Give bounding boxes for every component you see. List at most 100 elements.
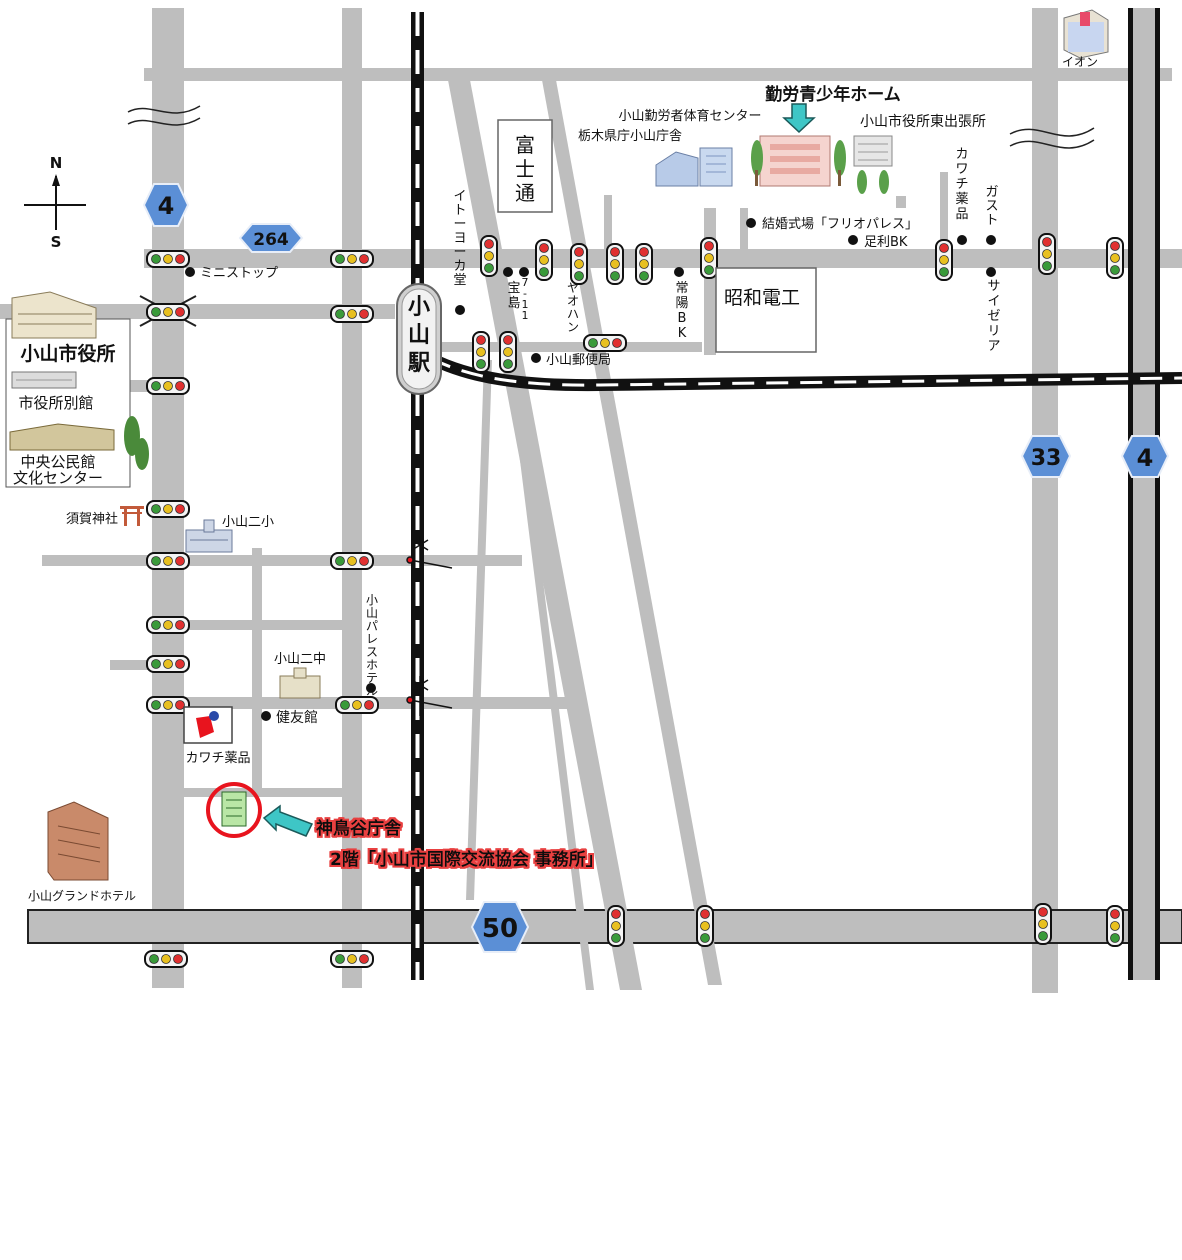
route-badge-4-left: 4 (142, 183, 190, 227)
railway-branch (427, 352, 1182, 392)
compass-south: S (51, 233, 62, 251)
oyama-station: 小山駅 (396, 283, 442, 395)
grand-hotel-icon (47, 801, 109, 881)
traffic-light-icon (1034, 903, 1052, 945)
target-office[interactable] (206, 782, 262, 838)
traffic-light-icon (606, 243, 624, 285)
shrine-icon (120, 506, 144, 526)
label-tochigi-office: 栃木県庁小山庁舎 (578, 129, 682, 144)
fujitsu-box: 富士通 (497, 119, 553, 213)
svg-text:昭和電工: 昭和電工 (724, 287, 800, 309)
label-culture-center: 文化センター (13, 469, 103, 487)
label-kinro-home: 勤労青少年ホーム (765, 84, 901, 105)
east-office-icon (853, 135, 893, 194)
traffic-light-icon (146, 500, 190, 518)
traffic-light-icon (472, 331, 490, 373)
svg-text:富士通: 富士通 (515, 133, 535, 205)
svg-text:264: 264 (253, 230, 289, 250)
cityhall-group: 小山市役所 市役所別館 中央公民館 文化センター (5, 291, 149, 488)
railway-crossing-icon (406, 676, 453, 716)
traffic-light-icon (696, 905, 714, 947)
road-diagonal-3 (500, 300, 594, 990)
svg-text:4: 4 (1137, 444, 1154, 472)
traffic-light-icon (499, 331, 517, 373)
road-fuji (604, 195, 612, 250)
label-wedding-hall: 結婚式場「フリオパレス」 (762, 217, 918, 232)
showa-denko-box: 昭和電工 (715, 267, 817, 353)
road-kawachi (940, 172, 948, 252)
label-annex: 市役所別館 (18, 394, 93, 412)
traffic-light-icon (330, 552, 374, 570)
school-oyama2sho-icon (185, 519, 233, 553)
annex-building-icon (11, 371, 77, 389)
traffic-light-icon (146, 616, 190, 634)
traffic-light-icon (607, 905, 625, 947)
label-post-office: 小山郵便局 (546, 353, 611, 368)
aeon-building-icon: イオン (1062, 9, 1109, 69)
target-arrow-icon (262, 804, 314, 837)
label-kawachi-bottom: カワチ薬品 (185, 751, 250, 766)
label-kenyukan: 健友館 (276, 709, 318, 726)
rail-right (1128, 8, 1160, 980)
traffic-light-icon (330, 950, 374, 968)
label-cityhall: 小山市役所 (20, 342, 115, 365)
road-route-33 (1032, 8, 1058, 993)
road-complex-stub (740, 208, 748, 251)
road-left-2 (342, 8, 362, 988)
traffic-light-icon (1106, 905, 1124, 947)
road-top (144, 68, 1172, 81)
label-suga-shrine: 須賀神社 (66, 511, 118, 527)
label-takarajima: 宝島 (507, 281, 520, 311)
label-kawachi-top: カワチ薬品 (955, 147, 968, 222)
label-ashikaga-bank: 足利BK (864, 235, 908, 250)
traffic-light-icon (1038, 233, 1056, 275)
svg-text:4: 4 (158, 192, 175, 220)
traffic-light-icon (146, 303, 190, 321)
station-label: 小山駅 (408, 295, 430, 376)
road-diagonal-1 (448, 80, 642, 990)
label-ito-yokado: イトーヨーカ堂 (453, 189, 466, 288)
label-palace-hotel: 小山パレスホテル (366, 593, 378, 698)
kinro-arrow-icon (782, 103, 816, 134)
route-badges: 4 264 33 4 50 (142, 183, 1170, 953)
traffic-light-icon (635, 243, 653, 285)
label-yaohan: ヤオハン (567, 281, 579, 334)
traffic-light-icon (330, 305, 374, 323)
traffic-light-icon (935, 239, 953, 281)
road-mid-vert (252, 548, 262, 788)
place-markers (185, 218, 996, 721)
compass-north: N (50, 154, 63, 172)
route-badge-50: 50 (470, 901, 530, 953)
break-marks (127, 105, 1095, 149)
label-community: 中央公民館 (20, 453, 95, 471)
tochigi-building-icon (655, 147, 733, 187)
route-badge-4-right: 4 (1120, 435, 1170, 478)
label-taiiku-center: 小山勤労者体育センター (618, 108, 761, 124)
road-route-264 (144, 249, 1182, 268)
traffic-light-icon (700, 237, 718, 279)
label-grand-hotel: 小山グランドホテル (28, 889, 136, 903)
svg-text:33: 33 (1031, 446, 1062, 471)
road-mid-3 (110, 660, 180, 670)
road-mid-5 (184, 788, 344, 797)
label-east-office: 小山市役所東出張所 (860, 113, 986, 130)
traffic-light-icon (330, 250, 374, 268)
road-mid-4 (184, 697, 574, 709)
target-label-1: 神鳥谷庁舎 (316, 818, 402, 839)
label-gusto: ガスト (985, 185, 998, 228)
road-station (440, 342, 702, 352)
compass: N S (24, 154, 86, 251)
road-diagonal-4 (466, 360, 492, 900)
road-mid-1 (42, 555, 522, 566)
traffic-light-icon (146, 552, 190, 570)
label-oyama2chu: 小山二中 (274, 652, 326, 667)
traffic-light-icon (146, 377, 190, 395)
community-building-icon (9, 416, 149, 470)
label-oyama2sho: 小山二小 (222, 515, 274, 530)
cityhall-building-icon (11, 291, 97, 339)
railway-crossing-icon (406, 536, 453, 576)
traffic-lights-vertical (472, 233, 1124, 947)
label-ministop: ミニストップ (200, 266, 278, 281)
